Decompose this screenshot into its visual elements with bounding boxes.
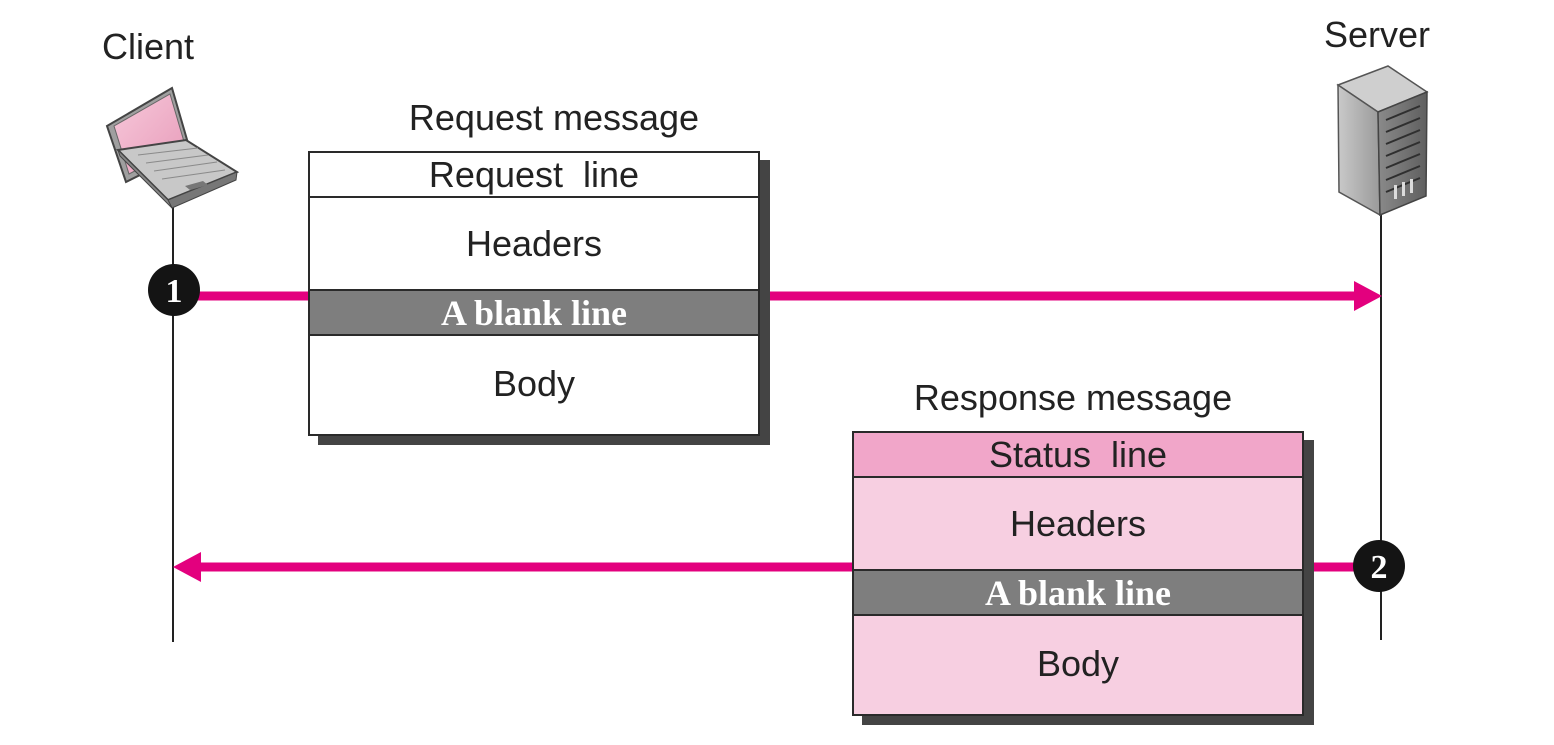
laptop-icon [105, 86, 240, 209]
client-label: Client [102, 26, 195, 67]
request-message-box: Request line Headers A blank line Body [308, 151, 760, 436]
step-1-number: 1 [166, 273, 183, 310]
response-blank-line-row: A blank line [854, 571, 1302, 616]
response-message-title: Response message [913, 377, 1233, 418]
server-label: Server [1324, 14, 1431, 55]
step-1-marker: 1 [148, 264, 200, 316]
request-line-row: Request line [310, 153, 758, 198]
status-line-row: Status line [854, 433, 1302, 478]
request-blank-line-row: A blank line [310, 291, 758, 336]
response-message-box: Status line Headers A blank line Body [852, 431, 1304, 716]
response-body-row: Body [1036, 643, 1120, 684]
request-message-title: Request message [408, 97, 700, 138]
request-headers-row: Headers [310, 198, 758, 291]
step-2-marker: 2 [1353, 540, 1405, 592]
server-tower-icon [1336, 65, 1429, 217]
response-headers-row: Headers [854, 478, 1302, 571]
request-body-row: Body [492, 363, 576, 404]
step-2-number: 2 [1371, 549, 1388, 586]
